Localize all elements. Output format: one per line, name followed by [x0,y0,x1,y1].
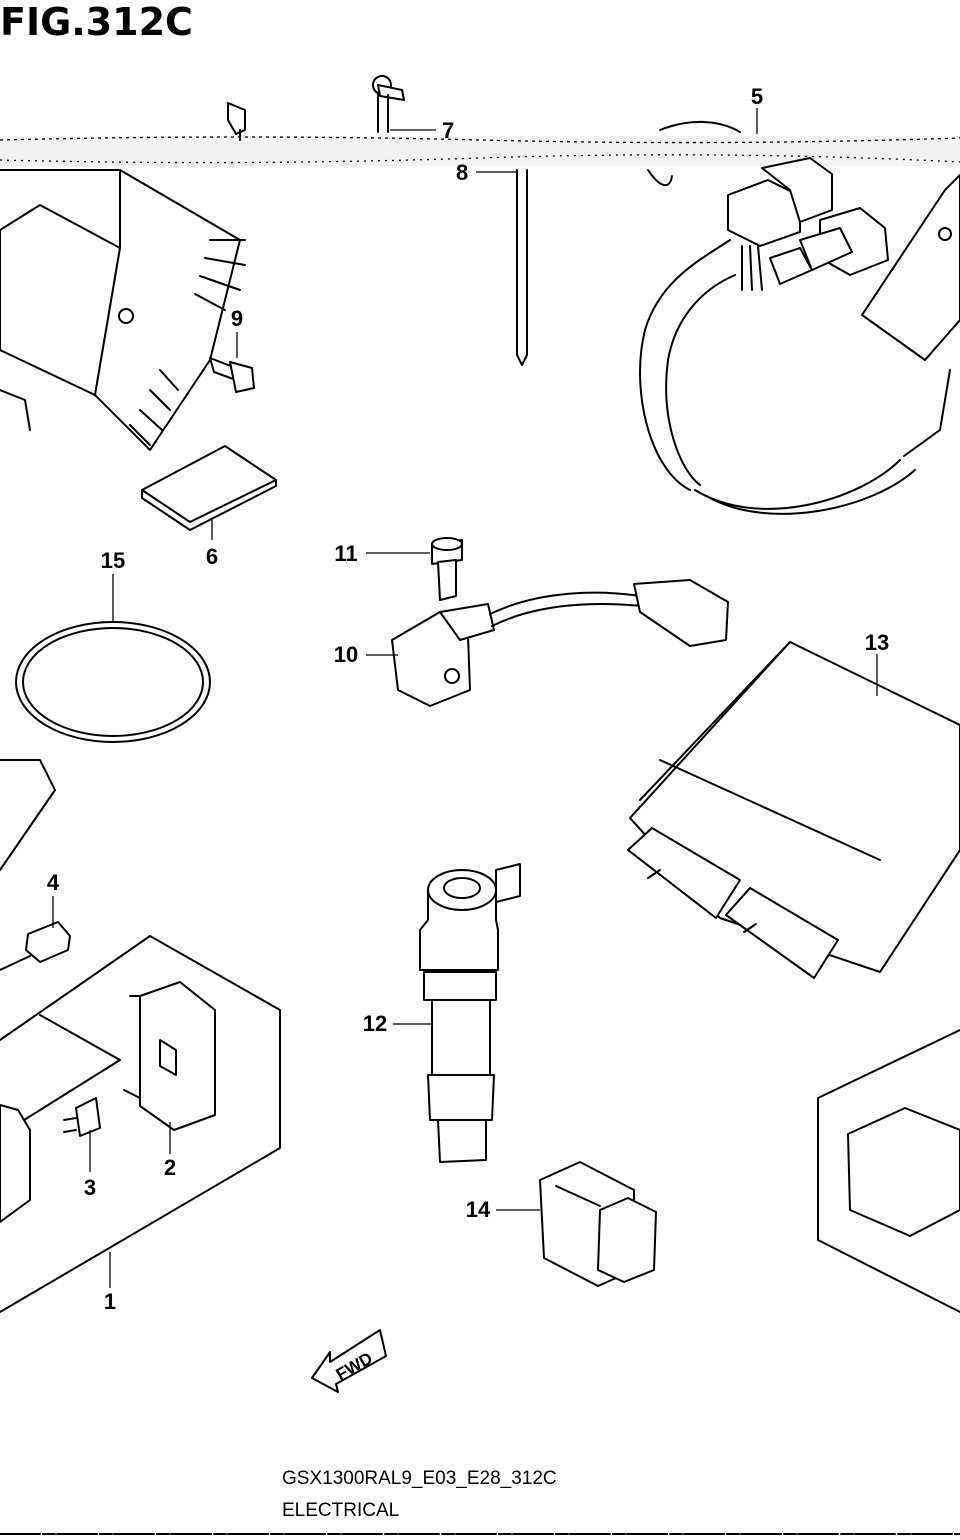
fuse-3 [63,1097,101,1137]
leader-lines [52,108,878,1288]
figure-name: ELECTRICAL [282,1500,400,1521]
callout-14: 14 [466,1197,491,1222]
relay-box-1 [0,759,281,1313]
callout-10: 10 [334,642,358,667]
callout-13: 13 [865,630,889,655]
callout-11: 11 [334,541,357,566]
fwd-arrow-icon: FWD [311,1329,387,1393]
regulator-part [0,102,246,451]
harness-5 [639,121,960,515]
callout-1: 1 [104,1289,116,1314]
sensor-10 [391,579,729,707]
connector-14 [539,1161,657,1287]
callout-15: 15 [101,548,125,573]
ecu-13 [627,641,960,979]
callout-9: 9 [231,306,243,331]
right-part [817,1029,960,1313]
callout-3: 3 [84,1175,96,1200]
tie-8 [516,169,528,366]
clip-7 [372,75,405,133]
figure-title: FIG.312C [0,0,193,44]
coil-12 [419,863,521,1163]
callout-2: 2 [164,1155,176,1180]
oring-15 [15,621,211,743]
bracket-2 [123,981,216,1131]
pad-6 [141,445,277,531]
bolt-11 [431,537,463,601]
bolt-4 [0,921,71,971]
callout-6: 6 [206,544,218,569]
callout-8: 8 [456,160,468,185]
callout-7: 7 [442,118,454,143]
figure-code: GSX1300RAL9_E03_E28_312C [282,1468,557,1489]
bolt-9 [209,357,255,393]
callout-12: 12 [363,1011,387,1036]
callout-5: 5 [751,84,763,109]
callout-4: 4 [47,870,60,895]
